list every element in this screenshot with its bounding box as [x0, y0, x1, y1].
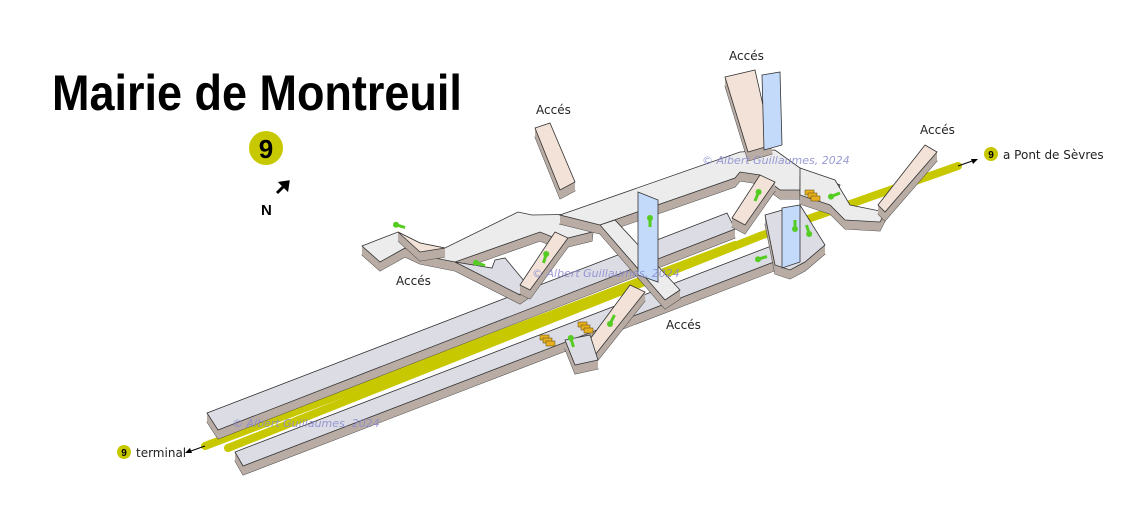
direction-arrow-icon [755, 189, 762, 195]
direction-arrow-icon [806, 231, 813, 237]
watermark: © Albert Guillaumes, 2024 [702, 154, 850, 167]
svg-text:9: 9 [121, 448, 127, 459]
svg-text:terminal: terminal [136, 446, 186, 460]
station-title: Mairie de Montreuil [52, 66, 462, 122]
svg-text:a Pont de Sèvres: a Pont de Sèvres [1003, 148, 1104, 162]
direction-arrow-icon [828, 193, 834, 200]
stairs-ne [877, 144, 938, 222]
direction-arrow-icon [607, 321, 613, 327]
escalator-icon [539, 334, 556, 347]
north-arrow-icon [275, 180, 290, 195]
svg-text:9: 9 [259, 134, 273, 164]
direction-arrow-icon [647, 215, 653, 221]
elevator-icon [637, 191, 659, 283]
stairs-nw [534, 122, 576, 200]
mezzanine-east [799, 167, 886, 232]
corridor-to-platform [454, 257, 531, 305]
elevator-icon [761, 71, 783, 151]
svg-text:9: 9 [988, 150, 994, 161]
access-label: Accés [729, 49, 764, 63]
watermark: © Albert Guillaumes, 2024 [532, 267, 680, 280]
svg-text:N: N [261, 202, 272, 219]
access-label: Accés [396, 274, 431, 288]
stairs-w [397, 231, 446, 262]
escalator-icon [577, 321, 594, 334]
north-compass: N [261, 180, 290, 219]
watermark: © Albert Guillaumes, 2024 [232, 417, 380, 430]
elevator-icon [781, 204, 801, 269]
direction-east: 9 a Pont de Sèvres [957, 147, 1104, 167]
line-badge: 9 [249, 131, 283, 165]
direction-arrow-icon [567, 335, 574, 341]
access-label: Accés [920, 123, 955, 137]
direction-arrow-icon [792, 226, 798, 232]
platform-south [234, 237, 801, 476]
access-label: Accés [666, 318, 701, 332]
track [224, 232, 764, 452]
escalator-icon [804, 189, 821, 202]
access-label: Accés [536, 103, 571, 117]
mezzanine-main [558, 149, 841, 235]
direction-arrow-icon [543, 251, 550, 257]
direction-arrow-icon [755, 256, 761, 263]
station-marks [393, 71, 841, 348]
platform-north [206, 212, 736, 440]
direction-arrow-icon [393, 221, 399, 228]
direction-west: 9 terminal [117, 445, 206, 460]
stairs-e [731, 174, 776, 235]
direction-arrow-icon [473, 259, 479, 266]
